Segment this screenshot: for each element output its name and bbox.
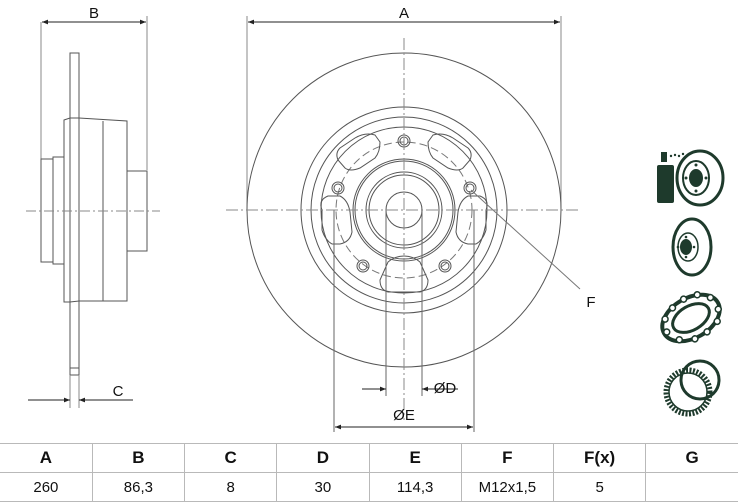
header-f: F: [460, 443, 555, 473]
header-g: G: [645, 443, 738, 473]
side-view: [26, 16, 160, 408]
spec-table-value-row: 260 86,3 8 30 114,3 M12x1,5 5: [0, 472, 738, 502]
header-e: E: [368, 443, 462, 473]
value-f: M12x1,5: [460, 472, 555, 502]
value-e: 114,3: [368, 472, 462, 502]
disc-cleaning-spray-icon: [657, 149, 725, 207]
value-g: [645, 472, 738, 502]
value-b: 86,3: [91, 472, 186, 502]
brake-disc-icon: [671, 217, 713, 277]
value-d: 30: [276, 472, 370, 502]
front-view: [226, 16, 581, 432]
value-c: 8: [183, 472, 278, 502]
value-fx: 5: [552, 472, 647, 502]
dim-label-b: B: [89, 5, 99, 22]
dim-label-c: C: [113, 383, 124, 400]
hub-windows: [320, 133, 488, 293]
header-c: C: [183, 443, 278, 473]
technical-drawing: B C: [26, 5, 725, 432]
spec-table: A B C D E F F(x) G 260 86,3 8 30 114,3 M…: [0, 443, 738, 502]
dim-label-e: ØE: [393, 407, 415, 424]
dim-label-d: ØD: [434, 380, 457, 397]
header-fx: F(x): [552, 443, 647, 473]
value-a: 260: [0, 472, 93, 502]
dim-label-a: A: [399, 5, 409, 22]
abs-ring-icon: [663, 359, 721, 417]
spec-table-header-row: A B C D E F F(x) G: [0, 443, 738, 473]
dim-label-f: F: [586, 294, 595, 311]
header-b: B: [91, 443, 186, 473]
wheel-bearing-icon: [660, 291, 722, 344]
header-a: A: [0, 443, 93, 473]
header-d: D: [276, 443, 370, 473]
